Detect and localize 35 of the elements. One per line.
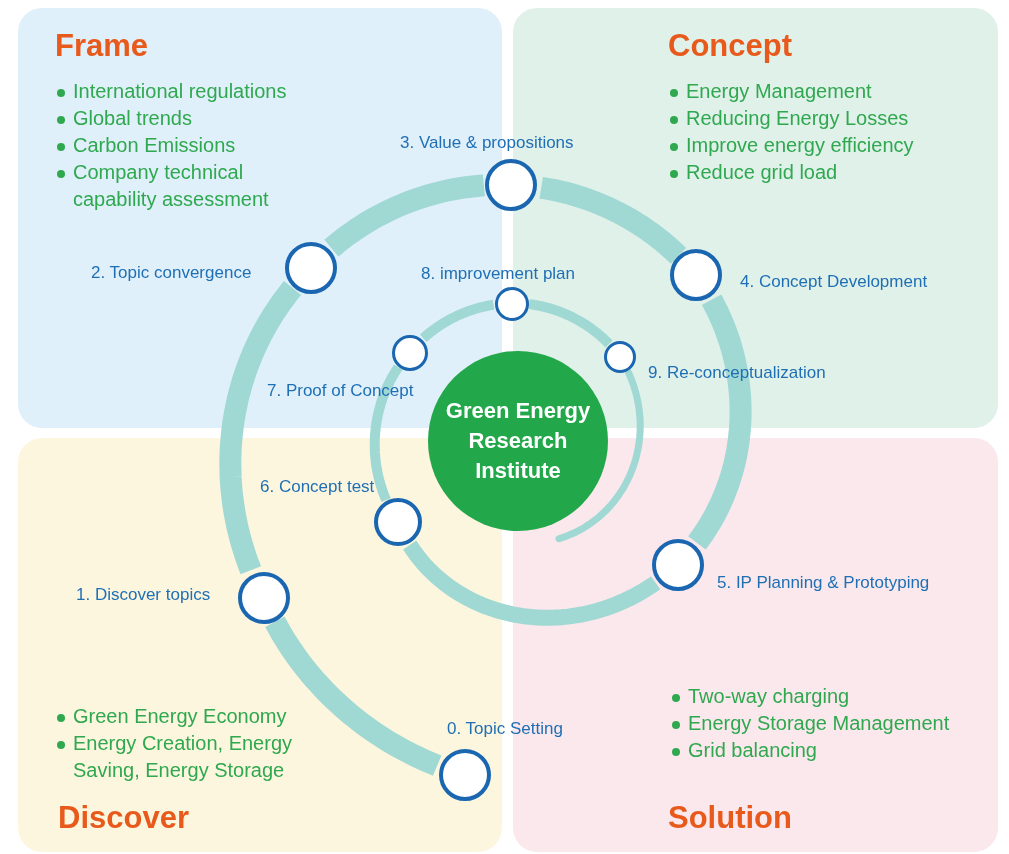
bullet-item: Reducing Energy Losses: [668, 105, 988, 132]
step-label: 9. Re-conceptualization: [648, 363, 826, 383]
step-label: 5. IP Planning & Prototyping: [717, 573, 930, 593]
panel-heading: Frame: [55, 28, 149, 64]
spiral-band: [369, 364, 403, 503]
bullet-item: Grid balancing: [670, 737, 990, 764]
bullet-item: Company technical capability assessment: [55, 159, 317, 213]
bullet-item: Carbon Emissions: [55, 132, 317, 159]
step-label: 6. Concept test: [260, 477, 375, 497]
bullet-item: Improve energy efficiency: [668, 132, 988, 159]
bullet-item: International regulations: [55, 78, 317, 105]
step-label: 8. improvement plan: [421, 264, 576, 284]
bullet-item: Global trends: [55, 105, 317, 132]
spiral-band: [526, 299, 613, 348]
panel-heading: Solution: [668, 800, 792, 836]
bullet-item: Two-way charging: [670, 683, 990, 710]
spiral-band: [219, 280, 302, 577]
step-label: 4. Concept Development: [740, 272, 928, 292]
bullet-item: Energy Storage Management: [670, 710, 990, 737]
panel-heading: Concept: [668, 28, 792, 64]
step-label: 3. Value & propositions: [400, 133, 574, 153]
panel-heading: Discover: [58, 800, 189, 836]
bullet-item: Energy Management: [668, 78, 988, 105]
step-label: 1. Discover topics: [76, 585, 211, 605]
bullet-item: Energy Creation, Energy Saving, Energy Storage: [55, 730, 317, 784]
step-label: 7. Proof of Concept: [267, 381, 414, 401]
step-label: 2. Topic convergence: [91, 263, 252, 283]
spiral-band: [403, 539, 661, 626]
bullet-item: Reduce grid load: [668, 159, 988, 186]
spiral-band: [265, 615, 443, 776]
spiral-band: [688, 292, 752, 551]
center-label: Green Energy Research Institute: [444, 397, 592, 485]
step-label: 0. Topic Setting: [447, 719, 563, 739]
spiral-band: [420, 299, 497, 342]
bullet-item: Green Energy Economy: [55, 703, 317, 730]
